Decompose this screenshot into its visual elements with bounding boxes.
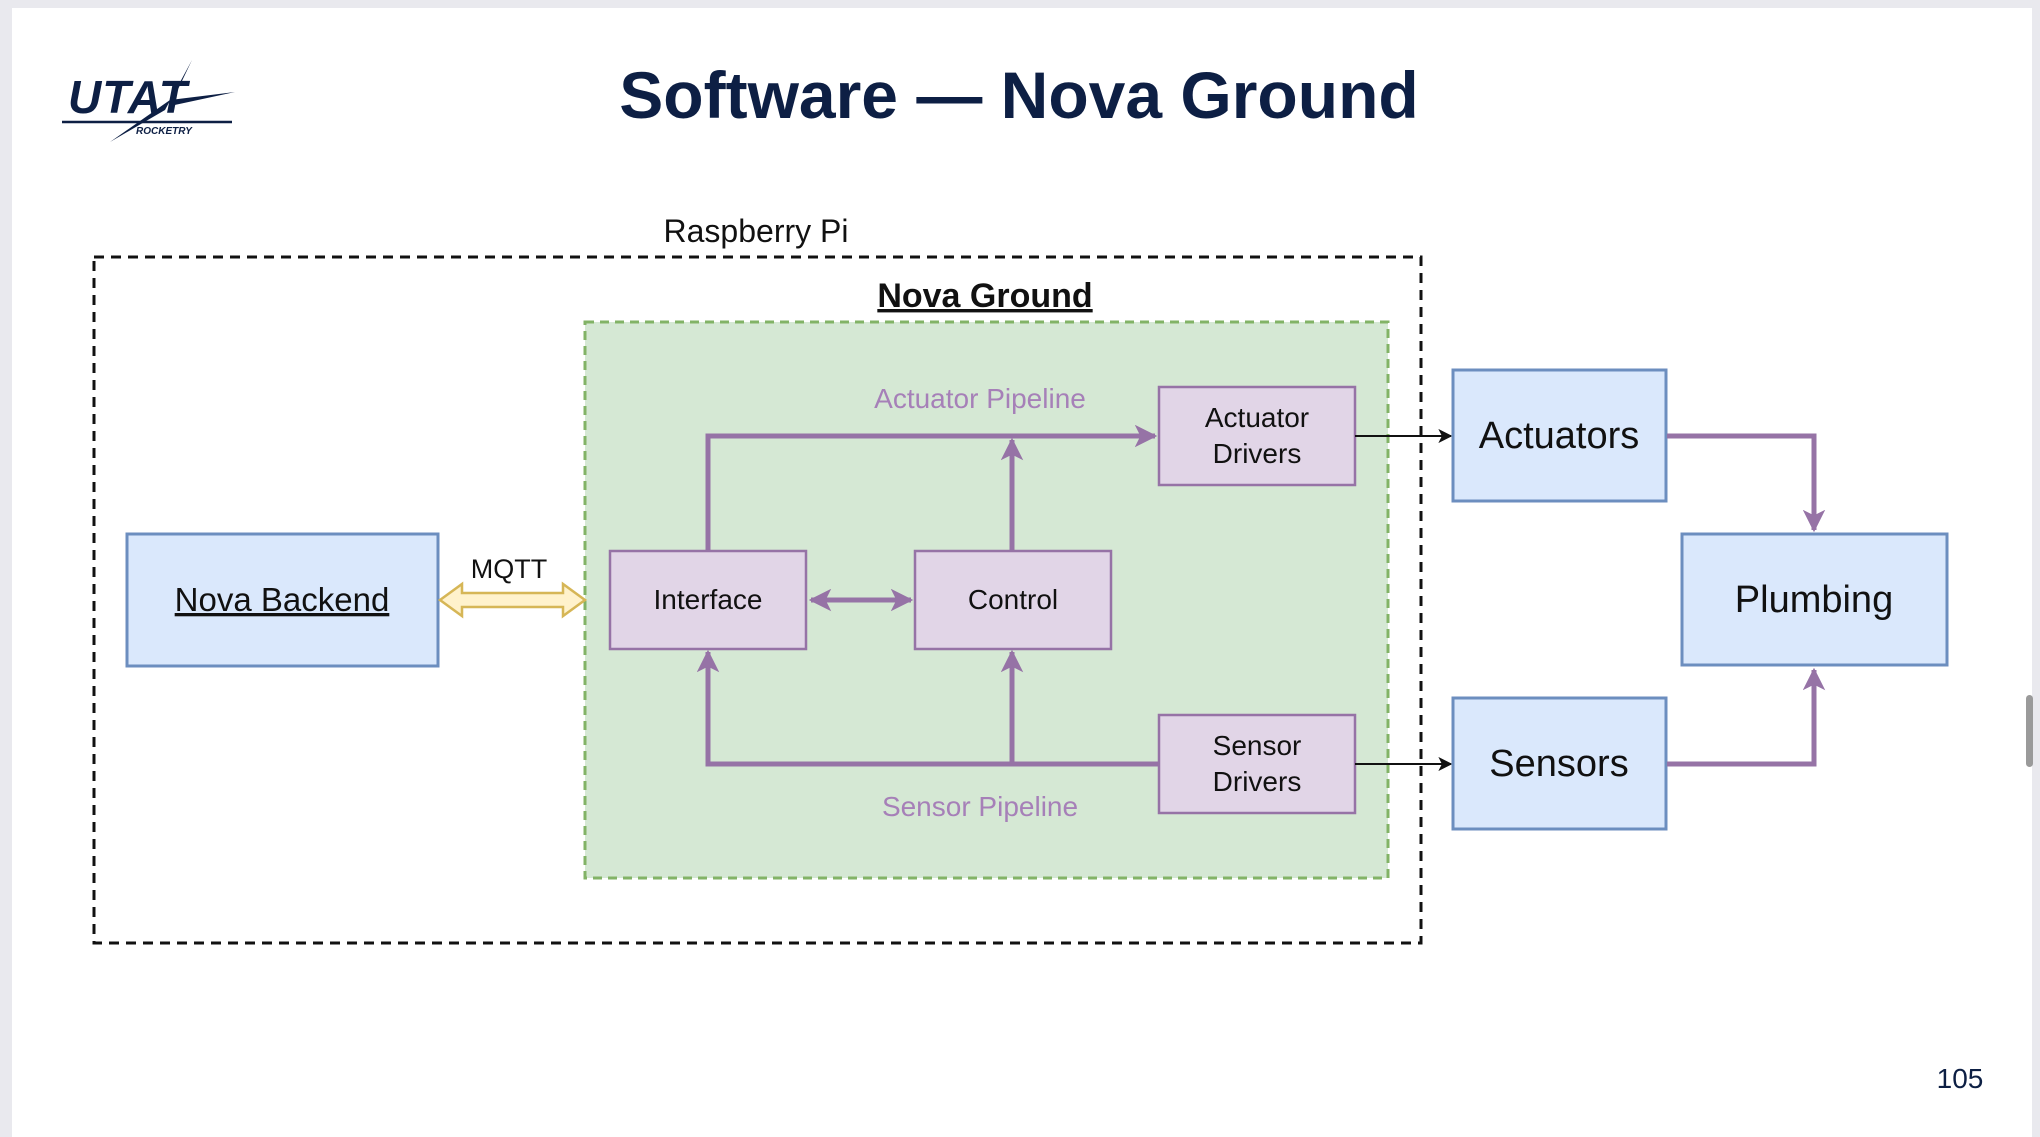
control-box bbox=[913, 549, 1113, 651]
nova-ground-label: Nova Ground bbox=[877, 277, 1092, 315]
sensor-drivers-label-line-2: Drivers bbox=[1213, 766, 1302, 797]
actuators-box bbox=[1451, 368, 1668, 503]
mqtt-double-arrow bbox=[437, 581, 588, 619]
interface-box bbox=[608, 549, 808, 651]
plumbing-label: Plumbing bbox=[1735, 579, 1893, 621]
actuators-to-plumbing-arrow bbox=[1667, 433, 1826, 533]
sensor-drivers-label-line-1: Sensor bbox=[1213, 730, 1302, 761]
page-title: Software — Nova Ground bbox=[619, 58, 1418, 132]
control-label: Control bbox=[968, 584, 1058, 615]
actuator-pipeline-label: Actuator Pipeline bbox=[874, 383, 1086, 414]
sensor-drivers-box bbox=[1157, 713, 1357, 815]
actuators-label: Actuators bbox=[1479, 415, 1640, 457]
sensor-pipeline-arrow bbox=[696, 649, 1159, 767]
actuator-drivers-label-line-1: Actuator bbox=[1205, 402, 1309, 433]
sensors-label: Sensors bbox=[1489, 743, 1628, 785]
interface-label: Interface bbox=[654, 584, 763, 615]
actuator-drivers-label-line-2: Drivers bbox=[1213, 438, 1302, 469]
actuator-pipeline-arrow bbox=[705, 424, 1158, 550]
nova-backend-label: Nova Backend bbox=[175, 581, 390, 618]
actuator-drivers-box bbox=[1157, 385, 1357, 487]
raspberry-pi-label: Raspberry Pi bbox=[664, 213, 849, 249]
logo-sub-text: ROCKETRY bbox=[136, 126, 193, 137]
plumbing-box bbox=[1680, 532, 1949, 667]
raspberry-pi-boundary bbox=[92, 255, 1423, 945]
nova-backend-box bbox=[125, 532, 440, 668]
sensor-pipeline-label: Sensor Pipeline bbox=[882, 791, 1078, 822]
utat-logo: UTAT ROCKETRY bbox=[62, 60, 235, 142]
sensors-to-plumbing-arrow bbox=[1667, 667, 1826, 767]
mqtt-label: MQTT bbox=[471, 554, 547, 584]
logo-main-text: UTAT bbox=[68, 71, 191, 123]
sensors-box bbox=[1451, 696, 1668, 831]
page-number: 105 bbox=[1937, 1063, 1984, 1094]
scrollbar[interactable] bbox=[2026, 695, 2033, 767]
